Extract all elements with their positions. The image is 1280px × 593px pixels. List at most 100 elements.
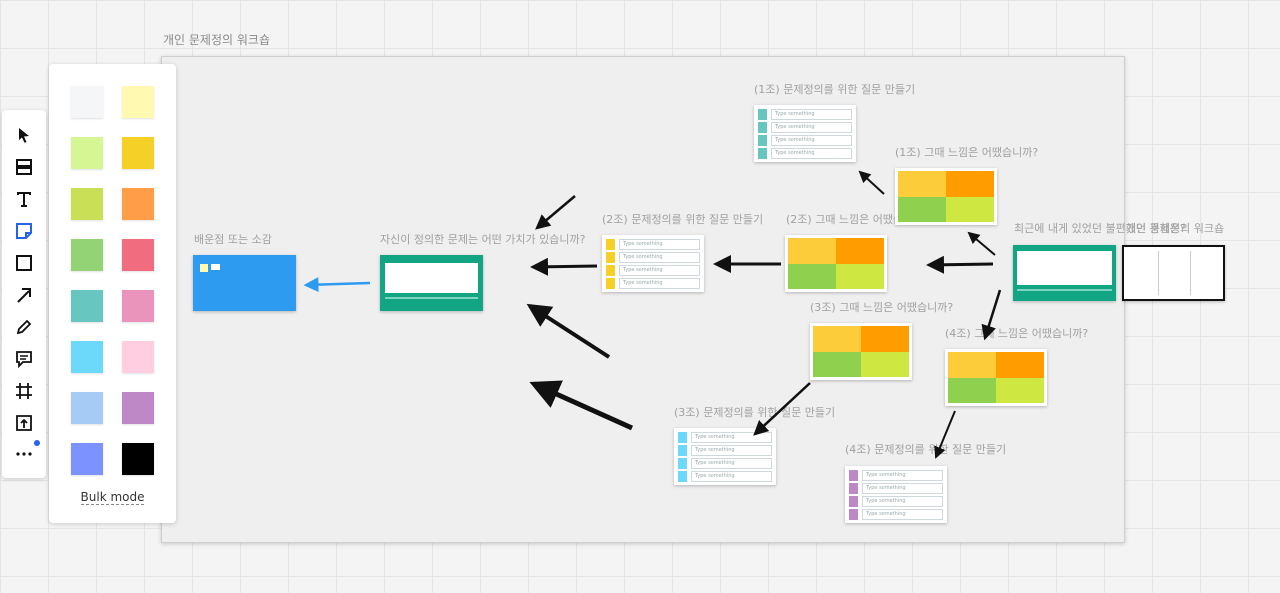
- board-table: [1017, 251, 1112, 285]
- color-swatch[interactable]: [122, 188, 154, 220]
- arrow[interactable]: [535, 195, 576, 230]
- question-input[interactable]: Type something: [862, 496, 943, 507]
- arrow[interactable]: [934, 410, 956, 459]
- label-value-question[interactable]: 자신이 정의한 문제는 어떤 가치가 있습니까?: [380, 233, 586, 246]
- arrow[interactable]: [529, 380, 634, 431]
- color-swatch[interactable]: [122, 86, 154, 118]
- upload-icon[interactable]: [8, 410, 40, 436]
- color-swatch[interactable]: [122, 443, 154, 475]
- row-marker: [849, 509, 858, 520]
- divider: [1017, 289, 1112, 291]
- question-input[interactable]: Type something: [771, 109, 852, 120]
- g4-feeling-grid[interactable]: [945, 349, 1047, 406]
- question-input[interactable]: Type something: [771, 148, 852, 159]
- color-swatch[interactable]: [122, 392, 154, 424]
- question-input[interactable]: Type something: [619, 265, 700, 276]
- connection-line-icon[interactable]: [8, 282, 40, 308]
- question-input[interactable]: Type something: [619, 278, 700, 289]
- g1-question-card[interactable]: Type something Type something Type somet…: [754, 105, 856, 162]
- label-g1-feeling[interactable]: (1조) 그때 느낌은 어땠습니까?: [895, 146, 1039, 159]
- g3-feeling-grid[interactable]: [810, 323, 912, 380]
- bulk-mode-link[interactable]: Bulk mode: [49, 490, 176, 505]
- more-icon[interactable]: [8, 440, 40, 466]
- row-marker: [758, 122, 767, 133]
- sticky-note-icon[interactable]: [8, 218, 40, 244]
- g2-question-card[interactable]: Type something Type something Type somet…: [602, 235, 704, 292]
- question-input[interactable]: Type something: [771, 135, 852, 146]
- question-input[interactable]: Type something: [862, 470, 943, 481]
- label-g2-question[interactable]: (2조) 문제정의를 위한 질문 만들기: [602, 213, 764, 226]
- color-swatch[interactable]: [71, 443, 103, 475]
- question-input[interactable]: Type something: [619, 252, 700, 263]
- color-swatch[interactable]: [71, 290, 103, 322]
- question-input[interactable]: Type something: [862, 509, 943, 520]
- row-marker: [758, 148, 767, 159]
- bulk-mode-label[interactable]: Bulk mode: [80, 490, 145, 505]
- label-workshop-title-dup[interactable]: 개인 문제정의 워크숍: [1126, 222, 1225, 235]
- row-marker: [606, 265, 615, 276]
- label-g4-feeling[interactable]: (4조) 그때 느낌은 어땠습니까?: [945, 327, 1089, 340]
- row-marker: [606, 278, 615, 289]
- comment-icon[interactable]: [8, 346, 40, 372]
- arrow[interactable]: [303, 277, 371, 293]
- g4-question-card[interactable]: Type something Type something Type somet…: [845, 466, 947, 523]
- question-input[interactable]: Type something: [691, 432, 772, 443]
- color-swatch[interactable]: [71, 239, 103, 271]
- arrow[interactable]: [530, 257, 598, 276]
- lessons-note[interactable]: [193, 255, 296, 311]
- question-input[interactable]: Type something: [619, 239, 700, 250]
- color-swatch[interactable]: [71, 392, 103, 424]
- color-swatch[interactable]: [122, 290, 154, 322]
- row-marker: [849, 496, 858, 507]
- color-swatch[interactable]: [71, 188, 103, 220]
- workshop-mini-board[interactable]: [1122, 245, 1225, 301]
- arrow[interactable]: [753, 382, 811, 436]
- g3-question-card[interactable]: Type something Type something Type somet…: [674, 428, 776, 485]
- label-g4-question[interactable]: (4조) 문제정의를 위한 질문 만들기: [845, 443, 1007, 456]
- question-input[interactable]: Type something: [862, 483, 943, 494]
- select-icon[interactable]: [8, 122, 40, 148]
- notification-dot: [34, 440, 40, 446]
- g2-feeling-grid[interactable]: [785, 235, 887, 292]
- label-g1-question[interactable]: (1조) 문제정의를 위한 질문 만들기: [754, 83, 916, 96]
- label-recent-problem[interactable]: 최근에 내게 있었던 불편했던 경험은?: [1014, 222, 1186, 235]
- label-g3-feeling[interactable]: (3조) 그때 느낌은 어땠습니까?: [810, 301, 954, 314]
- template-icon[interactable]: [8, 154, 40, 180]
- row-marker: [758, 135, 767, 146]
- question-input[interactable]: Type something: [691, 458, 772, 469]
- arrow[interactable]: [981, 289, 1002, 341]
- color-swatch[interactable]: [71, 86, 103, 118]
- frame-title[interactable]: 개인 문제정의 워크숍: [163, 33, 270, 47]
- shape-icon[interactable]: [8, 250, 40, 276]
- label-lessons[interactable]: 배운점 또는 소감: [194, 233, 272, 246]
- g1-feeling-grid[interactable]: [895, 168, 997, 225]
- row-marker: [758, 109, 767, 120]
- color-swatch[interactable]: [71, 137, 103, 169]
- value-board-table: [385, 263, 478, 293]
- row-marker: [849, 483, 858, 494]
- value-board[interactable]: [380, 255, 483, 311]
- question-input[interactable]: Type something: [691, 445, 772, 456]
- label-g3-question[interactable]: (3조) 문제정의를 위한 질문 만들기: [674, 406, 836, 419]
- left-toolbar: [2, 110, 46, 478]
- arrow[interactable]: [967, 231, 996, 256]
- arrow[interactable]: [858, 170, 885, 195]
- question-input[interactable]: Type something: [771, 122, 852, 133]
- color-swatch[interactable]: [122, 341, 154, 373]
- question-input[interactable]: Type something: [691, 471, 772, 482]
- color-swatch[interactable]: [122, 137, 154, 169]
- pen-icon[interactable]: [8, 314, 40, 340]
- frame-icon[interactable]: [8, 378, 40, 404]
- arrow[interactable]: [926, 255, 994, 274]
- recent-problem-board[interactable]: [1013, 245, 1116, 301]
- arrow[interactable]: [526, 303, 611, 359]
- text-icon[interactable]: [8, 186, 40, 212]
- color-swatch[interactable]: [122, 239, 154, 271]
- row-marker: [606, 252, 615, 263]
- label-g2-feeling[interactable]: (2조) 그때 느낌은 어땠습니까?: [786, 213, 930, 226]
- row-marker: [606, 239, 615, 250]
- row-marker: [678, 445, 687, 456]
- color-swatch[interactable]: [71, 341, 103, 373]
- row-marker: [678, 432, 687, 443]
